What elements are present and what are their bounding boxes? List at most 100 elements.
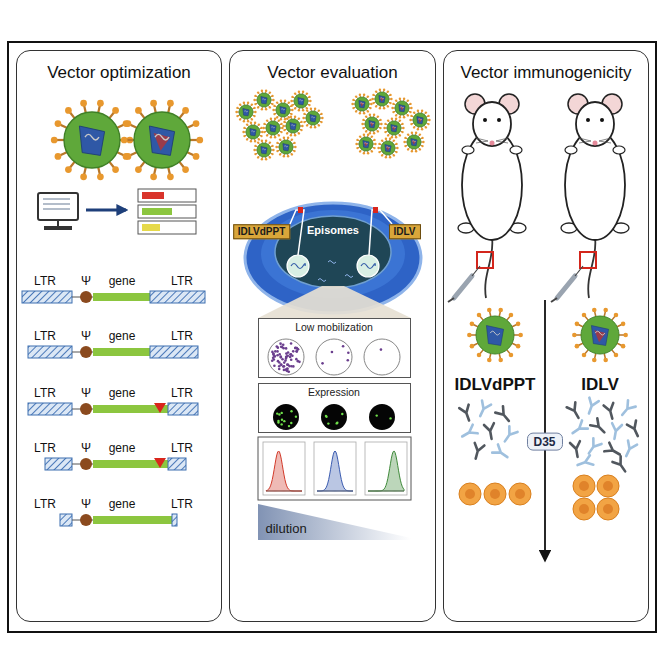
- illustration-part: [257, 156, 259, 158]
- episome: [287, 255, 309, 277]
- illustration-part: [286, 117, 288, 119]
- illustration-part: [266, 451, 302, 491]
- node-label: D35: [533, 435, 555, 449]
- illustration-part: [472, 266, 480, 276]
- illustration-part: [576, 102, 614, 146]
- illustration-part: [266, 491, 302, 492]
- illustration-part: [369, 114, 371, 116]
- illustration-part: [403, 98, 405, 100]
- illustration-part: [290, 116, 292, 118]
- antibody: [584, 398, 599, 416]
- illustration-part: [295, 358, 298, 361]
- virus-particle: [272, 100, 293, 121]
- antibody: [622, 440, 637, 458]
- illustration-part: [297, 348, 300, 351]
- illustration-part: [271, 95, 273, 97]
- illustration-part: [182, 166, 189, 173]
- illustration-part: [287, 155, 289, 157]
- illustration-part: [592, 308, 597, 313]
- illustration-part: [371, 98, 373, 100]
- node-label: Expression: [308, 386, 360, 398]
- illustration-part: [261, 147, 267, 154]
- illustration-part: [261, 108, 263, 110]
- illustration-part: [391, 136, 393, 138]
- colony-plate: [364, 339, 400, 375]
- illustration-part: [483, 118, 487, 122]
- illustration-part: [196, 137, 203, 144]
- illustration-part: [365, 115, 367, 117]
- illustration-part: [603, 504, 613, 514]
- illustration-part: [121, 137, 128, 144]
- illustration-part: [372, 102, 374, 104]
- illustration-part: [356, 139, 358, 141]
- illustration-part: [239, 105, 253, 119]
- illustration-part: [285, 352, 288, 355]
- assay-box: Low mobilization: [258, 318, 411, 378]
- illustration-part: [497, 118, 501, 122]
- time-arrow: [544, 300, 546, 560]
- illustration-part: [271, 351, 274, 354]
- node-label: Low mobilization: [295, 321, 373, 333]
- ltr-box: [168, 403, 198, 415]
- vector-name: IDLV: [581, 375, 618, 395]
- illustration-part: [310, 126, 312, 128]
- illustration-part: [291, 264, 305, 269]
- illustration-part: [250, 129, 256, 136]
- construct-row: [22, 291, 205, 303]
- illustration-part: [407, 135, 421, 149]
- illustration-part: [377, 147, 379, 149]
- illustration-part: [290, 100, 292, 102]
- illustration-part: [266, 119, 268, 121]
- illustration-part: [280, 100, 282, 102]
- illustration-part: [336, 422, 338, 424]
- illustration-part: [418, 118, 422, 122]
- illustration-part: [286, 363, 289, 366]
- illustration-part: [346, 359, 349, 362]
- illustration-part: [395, 118, 397, 120]
- illustration-part: [247, 120, 249, 122]
- illustration-part: [263, 123, 265, 125]
- illustration-part: [278, 413, 280, 415]
- ltr-box: [172, 514, 177, 526]
- illustration-part: [275, 345, 278, 348]
- illustration-part: [269, 141, 271, 143]
- illustration-part: [302, 117, 304, 119]
- virus-particle: [371, 89, 392, 110]
- illustration-part: [603, 308, 608, 313]
- illustration-part: [250, 122, 252, 124]
- illustration-part: [289, 356, 292, 359]
- virus-particle: [275, 137, 296, 158]
- illustration-part: [470, 322, 475, 327]
- illustration-part: [112, 166, 119, 173]
- construct-label: gene: [109, 442, 136, 456]
- histogram: [314, 442, 356, 495]
- ltr-box: [28, 403, 72, 415]
- illustration-part: [327, 422, 329, 424]
- illustration-part: [364, 143, 368, 144]
- illustration-part: [154, 133, 171, 151]
- antibody: [476, 400, 491, 418]
- illustration-part: [320, 121, 322, 123]
- illustration-part: [375, 90, 377, 92]
- illustration-part: [295, 350, 298, 353]
- illustration-part: [279, 355, 282, 358]
- illustration-part: [246, 123, 248, 125]
- illustration-part: [470, 344, 475, 349]
- illustration-part: [395, 143, 397, 145]
- antibody: [627, 420, 642, 438]
- illustration-part: [363, 152, 365, 154]
- illustration-part: [287, 137, 289, 139]
- virus-particle: [391, 98, 412, 119]
- illustration-part: [314, 108, 316, 110]
- illustration-part: [318, 279, 326, 282]
- illustration-part: [403, 116, 405, 118]
- illustration-part: [387, 90, 389, 92]
- illustration-part: [236, 115, 238, 117]
- injection-site: [477, 252, 493, 268]
- illustration-part: [509, 313, 514, 318]
- fluorescence-well: [369, 404, 395, 430]
- illustration-part: [303, 113, 305, 115]
- illustration-part: [261, 131, 263, 133]
- colony-plate: [268, 339, 304, 375]
- illustration-part: [243, 109, 249, 116]
